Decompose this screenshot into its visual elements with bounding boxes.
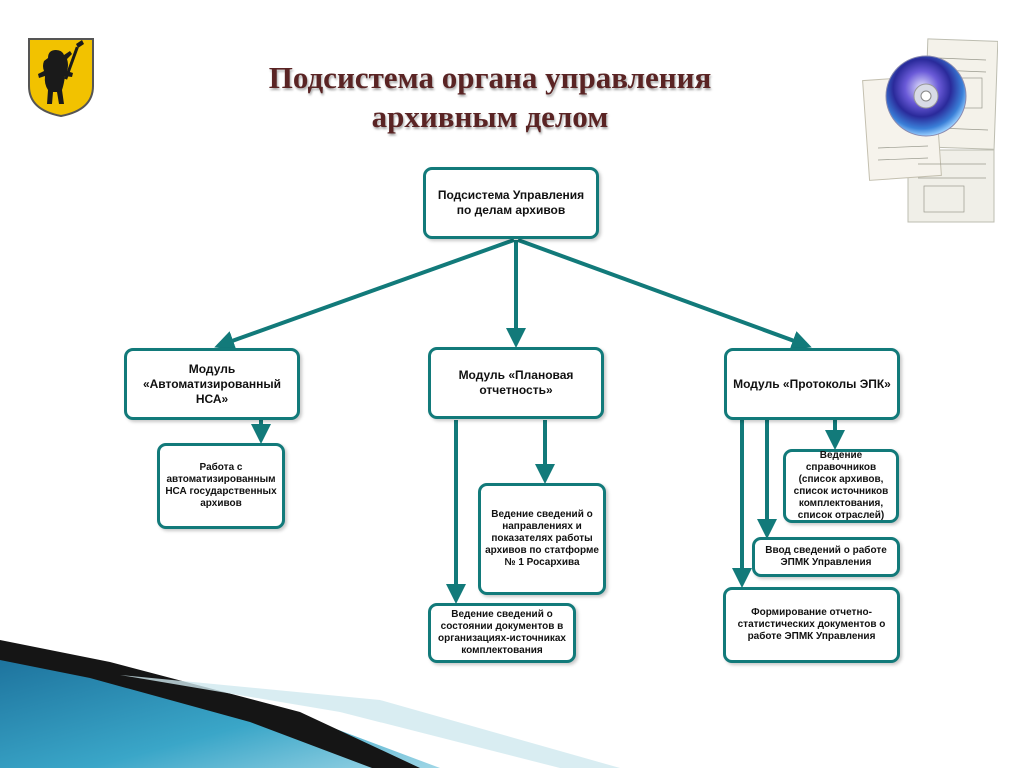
- child-node-label: Работа с автоматизированным НСА государс…: [165, 462, 277, 509]
- module-node-label: Модуль «Плановая отчетность»: [458, 368, 574, 397]
- child-node-label: Ведение сведений о направлениях и показа…: [485, 509, 599, 568]
- yaroslavl-bear-emblem-icon: [28, 38, 94, 118]
- arrow-root-to-module-3: [517, 238, 812, 350]
- module-node-label: Модуль «Протоколы ЭПК»: [733, 376, 891, 391]
- child-node-epmk-reports: Формирование отчетно-статистических доку…: [723, 587, 900, 663]
- module-node-planned-reporting: Модуль «Плановая отчетность»: [428, 347, 604, 419]
- child-node-nsa-work: Работа с автоматизированным НСА государс…: [157, 443, 285, 529]
- child-node-directories: Ведение справочников (список архивов, сп…: [783, 449, 899, 523]
- child-node-label: Ведение сведений о состоянии документов …: [437, 609, 566, 656]
- child-node-label: Ввод сведений о работе ЭПМК Управления: [765, 545, 887, 568]
- child-node-documents-state: Ведение сведений о состоянии документов …: [428, 603, 576, 663]
- child-node-statform-data: Ведение сведений о направлениях и показа…: [478, 483, 606, 595]
- child-node-label: Формирование отчетно-статистических доку…: [737, 607, 886, 642]
- root-node-label: Подсистема Управления по делам архивов: [437, 188, 585, 217]
- module-node-label: Модуль «Автоматизированный НСА»: [142, 361, 282, 406]
- module-node-epk-protocols: Модуль «Протоколы ЭПК»: [724, 348, 900, 420]
- child-node-epmk-input: Ввод сведений о работе ЭПМК Управления: [752, 537, 900, 577]
- root-node: Подсистема Управления по делам архивов: [423, 167, 599, 239]
- slide-title-line-1: Подсистема органа управления: [268, 60, 712, 95]
- swoosh-light-band: [120, 675, 620, 768]
- swoosh-dark-band: [0, 640, 420, 768]
- module-node-nsa: Модуль «Автоматизированный НСА»: [124, 348, 300, 420]
- child-node-label: Ведение справочников (список архивов, сп…: [793, 450, 889, 521]
- slide-title-line-2: архивным делом: [371, 99, 609, 134]
- cd-and-documents-icon: [862, 38, 998, 223]
- slide-title: Подсистема органа управления архивным де…: [200, 58, 780, 136]
- arrow-root-to-module-1: [214, 238, 515, 351]
